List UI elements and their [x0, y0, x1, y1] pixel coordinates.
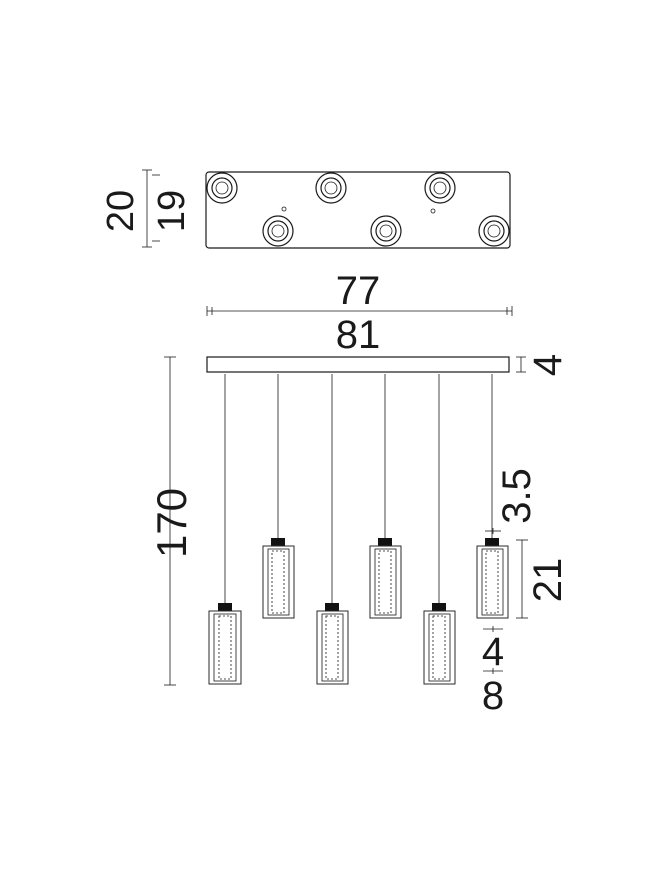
shade-width-label: 4 [482, 630, 504, 674]
pendant-shade [423, 610, 456, 685]
pendant [262, 374, 295, 619]
pendant [208, 374, 242, 685]
canopy-height-dimension: 4 [516, 354, 570, 376]
screw-hole [281, 206, 287, 212]
pendant [423, 374, 456, 685]
pendant-shade [262, 545, 295, 619]
pendant-shade [476, 545, 509, 619]
depth-dimension: 20 19 [100, 169, 193, 248]
shade-height-label: 21 [526, 558, 570, 603]
screw-hole [430, 208, 436, 214]
socket [206, 172, 238, 204]
socket [424, 172, 456, 204]
canopy-height-label: 4 [526, 354, 570, 376]
canopy [206, 356, 510, 373]
socket [262, 215, 294, 247]
socket [478, 215, 510, 247]
width-outer-label: 81 [336, 313, 381, 357]
socket-group [206, 172, 510, 247]
shade-height-dimension: 21 [516, 539, 570, 619]
cap-height-label: 3.5 [495, 468, 539, 524]
total-height-dimension: 170 [148, 356, 195, 686]
top-view: 20 19 [100, 169, 511, 249]
depth-outer-label: 20 [100, 190, 142, 232]
socket [315, 172, 347, 204]
pendant-shade [316, 610, 349, 685]
pendant [316, 374, 349, 685]
pendant-shade [369, 545, 402, 619]
socket [370, 215, 402, 247]
width-inner-label: 77 [336, 269, 381, 313]
cap-height-dimension: 3.5 [485, 468, 539, 534]
shade-depth-label: 8 [482, 674, 504, 718]
width-dimension: 77 81 [206, 269, 513, 357]
side-view: 77 81 4 170 [148, 269, 570, 718]
canopy-top-plate [205, 171, 511, 249]
pendant-shade [208, 610, 242, 685]
depth-inner-label: 19 [151, 190, 193, 232]
shade-size-dimension: 4 8 [482, 626, 504, 718]
pendant [369, 374, 402, 619]
pendant [476, 374, 509, 619]
total-height-label: 170 [148, 488, 195, 558]
